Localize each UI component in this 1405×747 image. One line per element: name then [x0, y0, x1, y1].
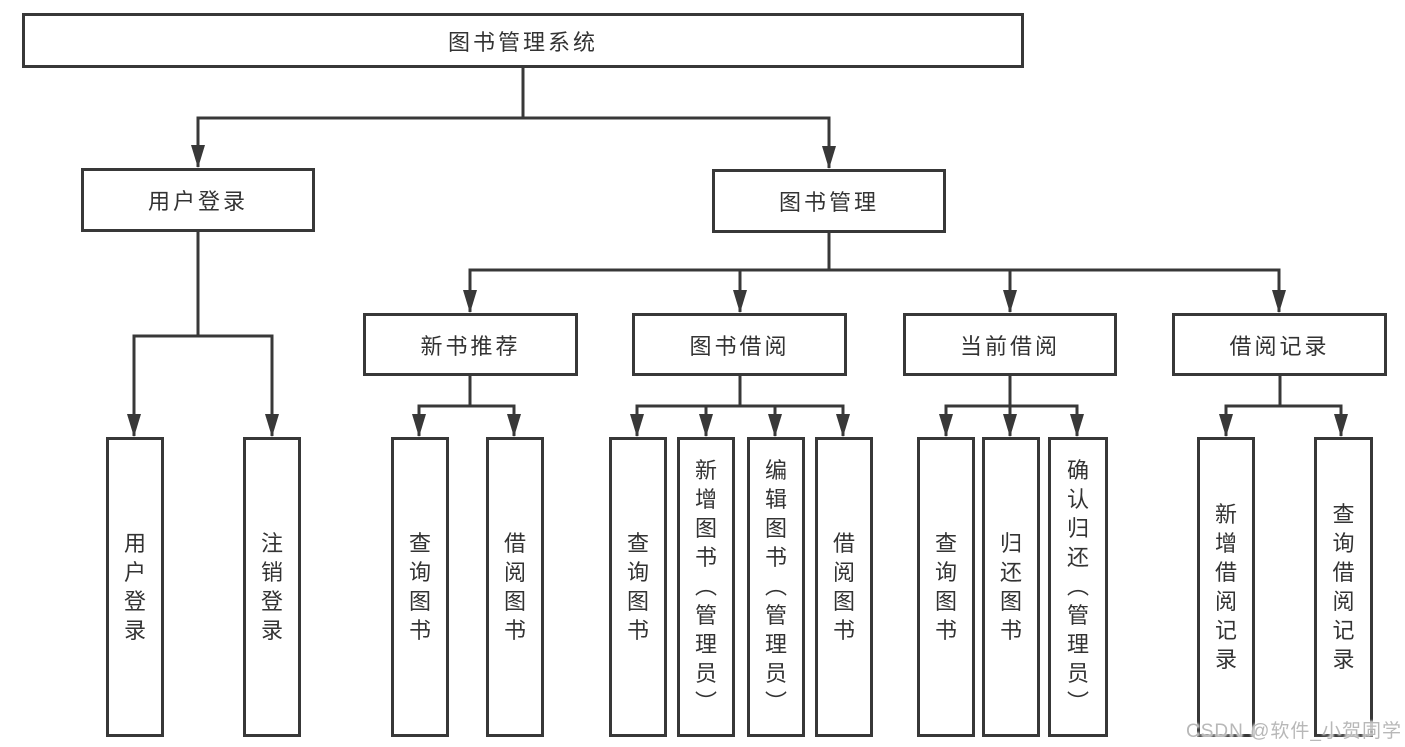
vertical-label-char: 管	[1066, 603, 1089, 628]
leaf-borrow-books: 借阅图书	[486, 437, 544, 737]
vertical-label-char: ︵	[694, 574, 717, 599]
vertical-label-char: 图	[408, 588, 431, 614]
vertical-label-char: 登	[260, 588, 283, 614]
vertical-label-char: 理	[694, 632, 717, 657]
vertical-label-char: ︵	[764, 574, 787, 599]
vertical-label-char: 录	[1214, 646, 1237, 672]
leaf-query-books: 查询图书	[917, 437, 975, 737]
vertical-label-char: 询	[626, 559, 649, 585]
vertical-label-char: 图	[832, 588, 855, 614]
vertical-label-char: 查	[1332, 501, 1355, 527]
vertical-label-char: ︶	[764, 690, 787, 715]
leaf-add-borrow-record: 新增借阅记录	[1197, 437, 1255, 737]
vertical-label-char: 书	[694, 545, 717, 570]
vertical-label-char: 阅	[503, 559, 526, 585]
leaf-query-books: 查询图书	[391, 437, 449, 737]
vertical-label-char: 书	[503, 617, 526, 643]
vertical-label-char: ︵	[1066, 574, 1089, 599]
leaf-borrow-books: 借阅图书	[815, 437, 873, 737]
vertical-label-char: 询	[934, 559, 957, 585]
node-book-management: 图书管理	[712, 169, 946, 233]
vertical-label-char: 用	[123, 530, 146, 556]
vertical-label-char: 归	[1066, 516, 1089, 541]
vertical-label-char: 管	[764, 603, 787, 628]
vertical-label-char: 图	[999, 588, 1022, 614]
vertical-label-char: 查	[626, 530, 649, 556]
vertical-label-char: 还	[1066, 545, 1089, 570]
vertical-label-char: 借	[503, 530, 526, 556]
vertical-label-char: 书	[832, 617, 855, 643]
vertical-label-char: 增	[694, 487, 717, 512]
vertical-label-char: 借	[1332, 559, 1355, 585]
vertical-label-char: 记	[1332, 617, 1355, 643]
leaf-query-books: 查询图书	[609, 437, 667, 737]
vertical-label-char: 员	[694, 661, 717, 686]
vertical-label-char: 书	[934, 617, 957, 643]
vertical-label-char: 录	[123, 617, 146, 643]
vertical-label-char: 阅	[832, 559, 855, 585]
vertical-label-char: 查	[934, 530, 957, 556]
vertical-label-char: 查	[408, 530, 431, 556]
vertical-label-char: 图	[503, 588, 526, 614]
vertical-label-char: 借	[1214, 559, 1237, 585]
vertical-label-char: 询	[1332, 530, 1355, 556]
vertical-label-char: 图	[934, 588, 957, 614]
vertical-label-char: 阅	[1214, 588, 1237, 614]
vertical-label-char: 图	[764, 516, 787, 541]
leaf-edit-books-admin: 编辑图书 ︵ 管理员 ︶	[747, 437, 805, 737]
node-new-book-recommendation: 新书推荐	[363, 313, 578, 376]
vertical-label-char: 归	[999, 530, 1022, 556]
vertical-label-char: 编	[764, 458, 787, 483]
vertical-label-char: 理	[764, 632, 787, 657]
leaf-user-login: 用户登录	[106, 437, 164, 737]
vertical-label-char: 户	[123, 559, 146, 585]
vertical-label-char: 图	[694, 516, 717, 541]
vertical-label-char: 销	[260, 559, 283, 585]
vertical-label-char: 增	[1214, 530, 1237, 556]
vertical-label-char: 还	[999, 559, 1022, 585]
vertical-label-char: 图	[626, 588, 649, 614]
vertical-label-char: ︶	[1066, 690, 1089, 715]
vertical-label-char: 询	[408, 559, 431, 585]
vertical-label-char: 新	[694, 458, 717, 483]
node-book-borrowing: 图书借阅	[632, 313, 847, 376]
leaf-confirm-return-admin: 确认归还 ︵ 管理员 ︶	[1048, 437, 1108, 737]
vertical-label-char: 辑	[764, 487, 787, 512]
node-user-login: 用户登录	[81, 168, 315, 232]
vertical-label-char: 书	[626, 617, 649, 643]
node-borrowing-records: 借阅记录	[1172, 313, 1387, 376]
csdn-watermark: CSDN @软件_小贺同学	[1186, 721, 1402, 742]
leaf-add-books-admin: 新增图书 ︵ 管理员 ︶	[677, 437, 735, 737]
vertical-label-char: 书	[764, 545, 787, 570]
node-current-borrowing: 当前借阅	[903, 313, 1117, 376]
node-library-management-system: 图书管理系统	[22, 13, 1024, 68]
vertical-label-char: 录	[1332, 646, 1355, 672]
vertical-label-char: 书	[999, 617, 1022, 643]
vertical-label-char: 员	[1066, 661, 1089, 686]
leaf-query-borrow-record: 查询借阅记录	[1314, 437, 1373, 737]
vertical-label-char: 书	[408, 617, 431, 643]
vertical-label-char: 登	[123, 588, 146, 614]
vertical-label-char: 理	[1066, 632, 1089, 657]
vertical-label-char: 认	[1066, 487, 1089, 512]
vertical-label-char: 记	[1214, 617, 1237, 643]
vertical-label-char: 管	[694, 603, 717, 628]
vertical-label-char: 注	[260, 530, 283, 556]
vertical-label-char: 员	[764, 661, 787, 686]
vertical-label-char: 新	[1214, 501, 1237, 527]
vertical-label-char: 借	[832, 530, 855, 556]
vertical-label-char: 录	[260, 617, 283, 643]
leaf-logout: 注销登录	[243, 437, 301, 737]
vertical-label-char: 阅	[1332, 588, 1355, 614]
leaf-return-books: 归还图书	[982, 437, 1040, 737]
vertical-label-char: ︶	[694, 690, 717, 715]
vertical-label-char: 确	[1066, 458, 1089, 483]
